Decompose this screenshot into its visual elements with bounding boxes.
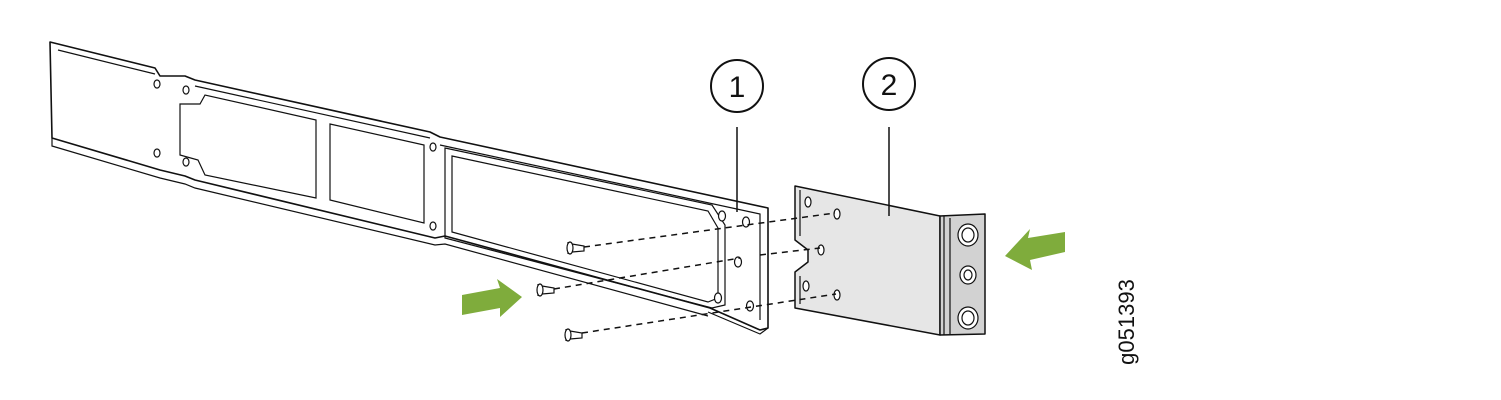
bracket-hole (802, 280, 810, 292)
bracket-hole (833, 289, 841, 301)
callout-1: 1 (710, 59, 764, 212)
mounting-bracket (794, 185, 986, 336)
alignment-lines (553, 212, 837, 334)
bracket-ear-hole (961, 310, 975, 326)
rail-hole (429, 142, 437, 152)
screw (566, 241, 585, 255)
rail-hole (429, 221, 437, 231)
bracket-ear-hole (961, 227, 975, 243)
rail-hole (717, 210, 727, 222)
rail-hole (733, 256, 743, 268)
rail-hole (741, 216, 751, 228)
screw (564, 328, 583, 342)
rail-hole (153, 148, 161, 158)
insert-direction-arrow (462, 279, 522, 317)
callout-number: 2 (881, 69, 898, 102)
rail-hole (713, 292, 723, 304)
insert-direction-arrow (1005, 229, 1065, 270)
mounting-rail (49, 41, 769, 335)
bracket-hole (804, 196, 812, 208)
rail-hole (182, 85, 190, 95)
figure-id: g051393 (1114, 279, 1139, 365)
screw (536, 283, 555, 297)
rail-hole (153, 79, 161, 89)
rail-hole (182, 157, 190, 167)
bracket-hole (817, 244, 825, 256)
bracket-ear-hole (963, 269, 973, 281)
rail-hole (745, 300, 755, 312)
callout-number: 1 (729, 71, 746, 104)
callout-2: 2 (862, 57, 916, 216)
bracket-hole (833, 208, 841, 220)
